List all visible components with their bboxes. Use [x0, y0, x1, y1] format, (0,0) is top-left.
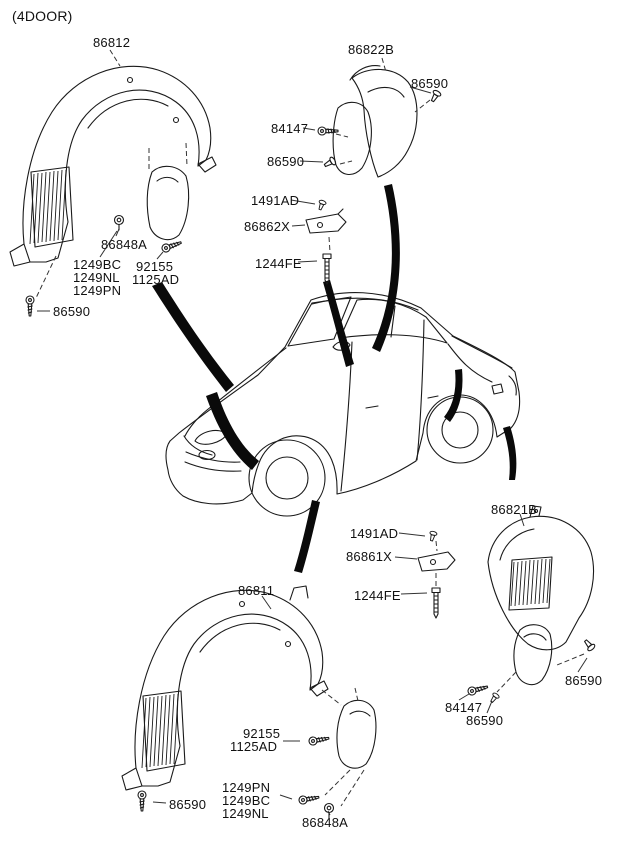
push-clip-icon — [488, 691, 501, 705]
part-label-1249PN-top: 1249PN — [73, 283, 122, 298]
mud-guard-86822B — [332, 65, 418, 178]
part-label-1125AD-top: 1125AD — [132, 272, 180, 287]
part-label-1244FE-top: 1244FE — [255, 256, 302, 271]
mud-flap-rear — [513, 624, 553, 686]
bolt-icon — [431, 587, 441, 619]
part-label-1249BC-top: 1249BC — [73, 257, 122, 272]
screw-icon — [466, 682, 490, 697]
rear-wheel-guard-86821B — [487, 505, 594, 651]
push-clip-icon — [581, 637, 597, 653]
rear-wheel — [426, 396, 494, 464]
part-label-1249BC-bottom: 1249BC — [222, 793, 271, 808]
part-label-1491AD-mid: 1491AD — [350, 526, 399, 541]
screw-icon — [137, 790, 147, 812]
part-label-92155-top: 92155 — [136, 259, 174, 274]
mud-flap-front-upper — [146, 165, 190, 241]
drawing-title: (4DOOR) — [12, 8, 73, 24]
part-label-86848A-bottom: 86848A — [302, 815, 349, 830]
part-label-86821B: 86821B — [491, 502, 538, 517]
part-label-86590-top: 86590 — [267, 154, 305, 169]
part-label-86822B: 86822B — [348, 42, 395, 57]
part-label-86590-bottom: 86590 — [466, 713, 504, 728]
leader-lines — [37, 86, 588, 816]
part-label-86590-top-right: 86590 — [411, 76, 449, 91]
part-label-92155-bottom: 92155 — [243, 726, 281, 741]
screw-icon — [297, 792, 321, 806]
part-label-1249PN-bottom: 1249PN — [222, 780, 271, 795]
part-label-1491AD-top: 1491AD — [251, 193, 300, 208]
part-label-86590-left: 86590 — [53, 304, 91, 319]
part-label-86862X: 86862X — [244, 219, 291, 234]
part-label-86861X: 86861X — [346, 549, 393, 564]
thick-pointer-arrows — [152, 184, 517, 573]
part-label-1249NL-top: 1249NL — [73, 270, 120, 285]
part-label-1125AD-bottom: 1125AD — [230, 739, 278, 754]
part-label-84147-bottom: 84147 — [445, 700, 483, 715]
part-label-86590-right: 86590 — [565, 673, 603, 688]
mud-flap-front-lower — [336, 699, 377, 769]
dashed-leader-lines — [35, 49, 585, 807]
bracket-86862X — [305, 208, 347, 234]
windshield — [287, 296, 352, 347]
part-label-84147-top: 84147 — [271, 121, 309, 136]
screw-icon — [25, 295, 35, 317]
push-clip-icon — [428, 88, 443, 104]
front-wheel — [248, 439, 326, 517]
grommet-icon — [113, 214, 125, 231]
side-mirror — [332, 340, 351, 351]
front-wheel-liner-86811 — [121, 585, 329, 791]
screw-icon — [307, 733, 331, 747]
part-label-1244FE-mid: 1244FE — [354, 588, 401, 603]
part-label-86848A-top: 86848A — [101, 237, 148, 252]
part-label-86811: 86811 — [238, 583, 275, 598]
screw-icon — [160, 238, 183, 254]
push-clip-icon — [316, 198, 328, 212]
push-clip-icon — [427, 530, 438, 543]
bracket-86861X — [417, 551, 456, 572]
front-emblem — [198, 449, 216, 461]
bolt-icon — [322, 253, 332, 285]
part-label-86590-bottom-left: 86590 — [169, 797, 207, 812]
part-label-1249NL-bottom: 1249NL — [222, 806, 269, 821]
part-label-86812: 86812 — [93, 35, 131, 50]
screw-icon — [317, 126, 339, 136]
